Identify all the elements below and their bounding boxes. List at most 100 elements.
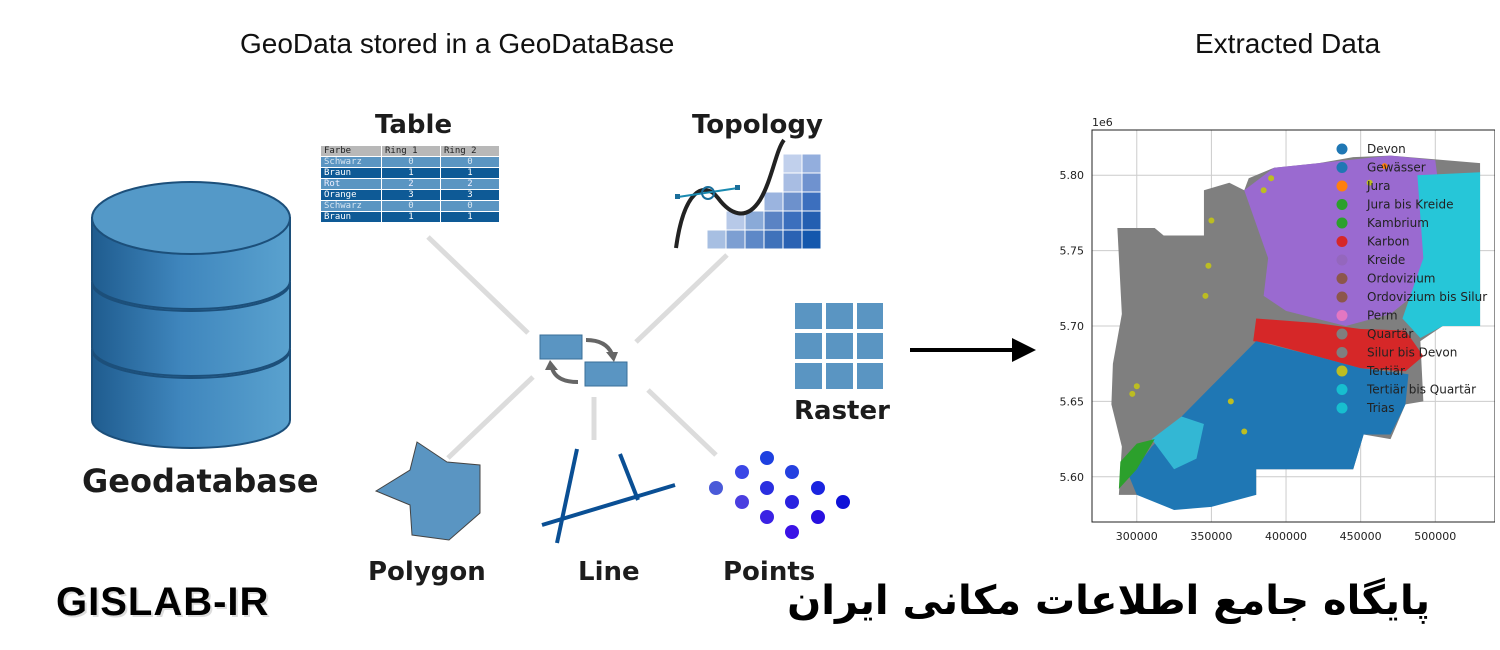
legend-label: Ordovizium bis Silur (1367, 290, 1487, 304)
legend-label: Kambrium (1367, 216, 1429, 230)
table-cell: 0 (382, 201, 440, 211)
legend-marker (1336, 162, 1348, 173)
table-cell: 1 (382, 168, 440, 178)
table-row: Orange 3 3 (321, 190, 499, 200)
table-header-cell: Ring 2 (441, 146, 499, 156)
legend-label: Jura bis Kreide (1366, 198, 1454, 212)
table-cell: 3 (441, 190, 499, 200)
table-cell: Braun (321, 212, 381, 222)
topology-icon (674, 138, 822, 250)
map-region-karbon (1253, 318, 1424, 372)
right-section-header: Extracted Data (1195, 28, 1381, 59)
x-tick-label: 500000 (1414, 530, 1456, 543)
map-region-kambrium (1118, 439, 1155, 489)
y-tick-label: 5.75 (1060, 245, 1085, 258)
legend-marker (1336, 217, 1348, 229)
connector-lines (426, 235, 729, 460)
map-speck-tertiar (1241, 428, 1248, 435)
arrow-icon (910, 338, 1036, 362)
map-speck-tertiar (1133, 383, 1140, 390)
table-header-row: Farbe Ring 1 Ring 2 (321, 146, 499, 156)
legend-marker (1336, 347, 1348, 358)
legend-marker (1336, 143, 1348, 155)
exchange-icon (539, 334, 628, 387)
table-header-cell: Ring 1 (382, 146, 440, 156)
map-speck-tertiar (1129, 390, 1136, 397)
legend-marker (1336, 402, 1348, 414)
map-region-tertiar-quartar (1402, 172, 1481, 339)
table-cell: 2 (382, 179, 440, 189)
database-icon (91, 181, 291, 449)
table-cell: 0 (441, 201, 499, 211)
legend-marker (1336, 384, 1348, 395)
legend-label: Gewässer (1367, 161, 1426, 175)
y-scale-note: 1e6 (1092, 116, 1113, 129)
table-cell: 1 (441, 168, 499, 178)
table-cell: 0 (441, 157, 499, 167)
x-tick-label: 300000 (1116, 530, 1158, 543)
legend-marker (1336, 365, 1348, 377)
y-tick-label: 5.60 (1060, 471, 1085, 484)
legend-label: Kreide (1367, 253, 1405, 267)
legend-label: Silur bis Devon (1367, 346, 1457, 360)
geology-map (1111, 155, 1481, 510)
legend-marker (1336, 273, 1348, 284)
legend-marker (1336, 254, 1348, 266)
legend-label: Quartär (1367, 327, 1413, 341)
map-speck-tertiar (1366, 179, 1373, 186)
map-speck-tertiar (1260, 187, 1267, 194)
x-tick-label: 350000 (1190, 530, 1232, 543)
legend-marker (1336, 236, 1348, 247)
left-section-header: GeoData stored in a GeoDataBase (240, 28, 675, 59)
y-tick-label: 5.80 (1060, 169, 1085, 182)
map-region-devon (1129, 341, 1409, 510)
table-cell: Schwarz (321, 157, 381, 167)
extracted-data-plot: 300000 350000 400000 450000 500000 5.60 5.65 5.… (1060, 116, 1495, 543)
plot-frame (1091, 129, 1495, 523)
map-region-trias (1151, 416, 1204, 470)
table-row: Schwarz 0 0 (321, 201, 499, 211)
line-icon (541, 448, 676, 544)
raster-icon (795, 303, 883, 389)
table-header-cell: Farbe (321, 146, 381, 156)
map-speck-tertiar (1227, 398, 1234, 405)
legend-label: Perm (1367, 309, 1398, 323)
table-label: Table (375, 110, 453, 140)
map-speck-jura (1381, 163, 1388, 170)
table-cell: 1 (382, 212, 440, 222)
table-cell: Rot (321, 179, 381, 189)
legend-label: Karbon (1367, 235, 1410, 249)
x-tick-label: 450000 (1340, 530, 1382, 543)
table-cell: Braun (321, 168, 381, 178)
map-speck-tertiar (1268, 175, 1275, 182)
legend-label: Ordovizium (1367, 272, 1436, 286)
persian-title: پایگاه جامع اطلاعات مکانی ایران (787, 578, 1430, 624)
y-tick-label: 5.65 (1060, 395, 1085, 408)
table-row: Braun 1 1 (321, 212, 499, 222)
y-tick-label: 5.70 (1060, 320, 1085, 333)
points-icon (709, 451, 850, 539)
legend-marker (1336, 310, 1348, 321)
topology-label: Topology (692, 110, 823, 140)
table-cell: 3 (382, 190, 440, 200)
geodatabase-label: Geodatabase (82, 462, 319, 500)
attribute-table: Farbe Ring 1 Ring 2 Schwarz 0 0 Braun 1 … (320, 145, 500, 223)
table-cell: Schwarz (321, 201, 381, 211)
legend-marker (1336, 180, 1348, 192)
legend-label: Devon (1367, 142, 1406, 156)
legend-label: Tertiär bis Quartär (1366, 383, 1476, 397)
line-label: Line (578, 557, 640, 587)
legend-label: Tertiär (1366, 364, 1405, 378)
x-tick-label: 400000 (1265, 530, 1307, 543)
table-cell: Orange (321, 190, 381, 200)
table-cell: 1 (441, 212, 499, 222)
legend-label: Jura (1366, 179, 1390, 193)
legend-marker (1336, 328, 1348, 340)
legend-marker (1336, 199, 1348, 210)
map-speck-tertiar (1208, 217, 1215, 224)
table-row: Schwarz 0 0 (321, 157, 499, 167)
polygon-icon (374, 441, 481, 541)
polygon-label: Polygon (368, 557, 486, 587)
